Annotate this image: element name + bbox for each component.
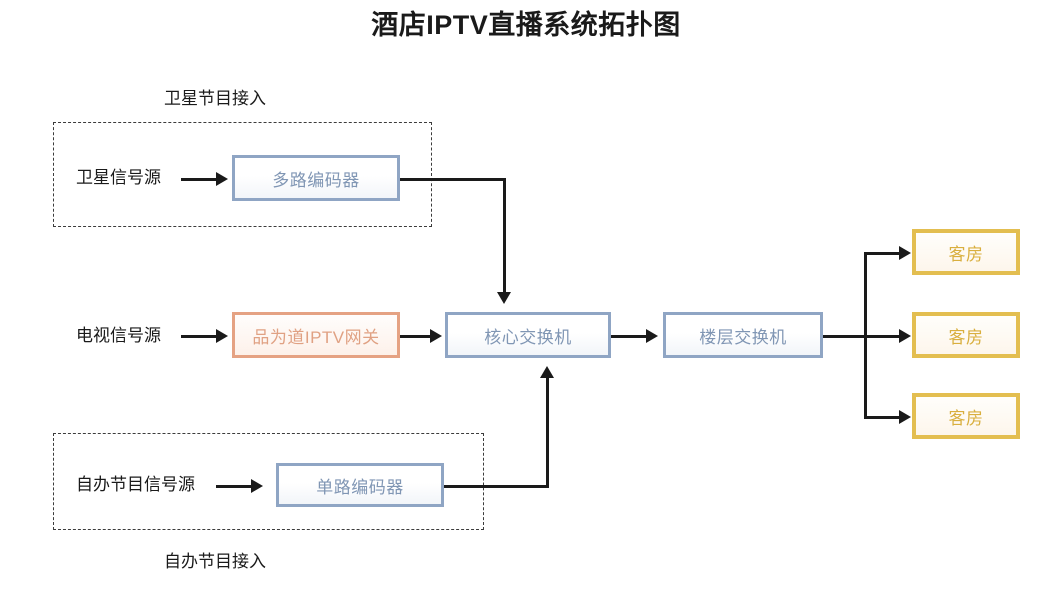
node-single-encoder-label: 单路编码器	[316, 477, 404, 497]
connector-multiencoder-down	[503, 178, 506, 293]
connector-singleencoder-up	[546, 377, 549, 488]
connector-coreswitch-to-floorswitch	[611, 335, 649, 338]
arrowhead-to-room-1	[899, 246, 911, 260]
arrowhead-selfprogram-to-singleencoder	[251, 479, 263, 493]
node-floor-switch[interactable]: 楼层交换机	[663, 312, 823, 358]
arrowhead-satellite-to-multiencoder	[216, 172, 228, 186]
node-floor-switch-label: 楼层交换机	[699, 327, 787, 347]
arrowhead-to-room-2	[899, 329, 911, 343]
node-room-1[interactable]: 客房	[912, 229, 1020, 275]
group-caption-selfprogram: 自办节目接入	[164, 552, 266, 571]
connector-multiencoder-right	[400, 178, 506, 181]
node-core-switch[interactable]: 核心交换机	[445, 312, 611, 358]
group-box-satellite	[53, 122, 432, 227]
node-multi-encoder-label: 多路编码器	[272, 170, 360, 190]
node-iptv-gateway[interactable]: 品为道IPTV网关	[232, 312, 400, 358]
arrowhead-tv-to-gateway	[216, 329, 228, 343]
source-label-selfprogram: 自办节目信号源	[76, 475, 195, 494]
connector-trunk-to-room-1	[864, 252, 903, 255]
node-room-1-label: 客房	[948, 244, 984, 264]
arrowhead-gateway-to-coreswitch	[430, 329, 442, 343]
node-core-switch-label: 核心交换机	[484, 327, 572, 347]
connector-selfprogram-to-singleencoder	[216, 485, 254, 488]
node-room-2-label: 客房	[948, 327, 984, 347]
connector-room-trunk-vertical	[864, 252, 867, 416]
connector-tv-to-gateway	[181, 335, 219, 338]
node-single-encoder[interactable]: 单路编码器	[276, 463, 444, 507]
page-title: 酒店IPTV直播系统拓扑图	[371, 10, 681, 40]
connector-trunk-to-room-3	[864, 416, 903, 419]
node-room-3[interactable]: 客房	[912, 393, 1020, 439]
connector-floorswitch-trunk	[823, 335, 903, 338]
arrowhead-multiencoder-to-coreswitch	[497, 292, 511, 304]
connector-satellite-to-multiencoder	[181, 178, 219, 181]
connector-gateway-to-coreswitch	[400, 335, 433, 338]
connector-singleencoder-right	[444, 485, 549, 488]
node-room-3-label: 客房	[948, 408, 984, 428]
group-caption-satellite: 卫星节目接入	[164, 89, 266, 108]
group-box-selfprogram	[53, 433, 484, 530]
node-iptv-gateway-label: 品为道IPTV网关	[252, 327, 380, 347]
arrowhead-singleencoder-to-coreswitch	[540, 366, 554, 378]
source-label-satellite: 卫星信号源	[76, 168, 161, 187]
node-multi-encoder[interactable]: 多路编码器	[232, 155, 400, 201]
source-label-tv: 电视信号源	[76, 326, 161, 345]
node-room-2[interactable]: 客房	[912, 312, 1020, 358]
arrowhead-to-room-3	[899, 410, 911, 424]
arrowhead-coreswitch-to-floorswitch	[646, 329, 658, 343]
